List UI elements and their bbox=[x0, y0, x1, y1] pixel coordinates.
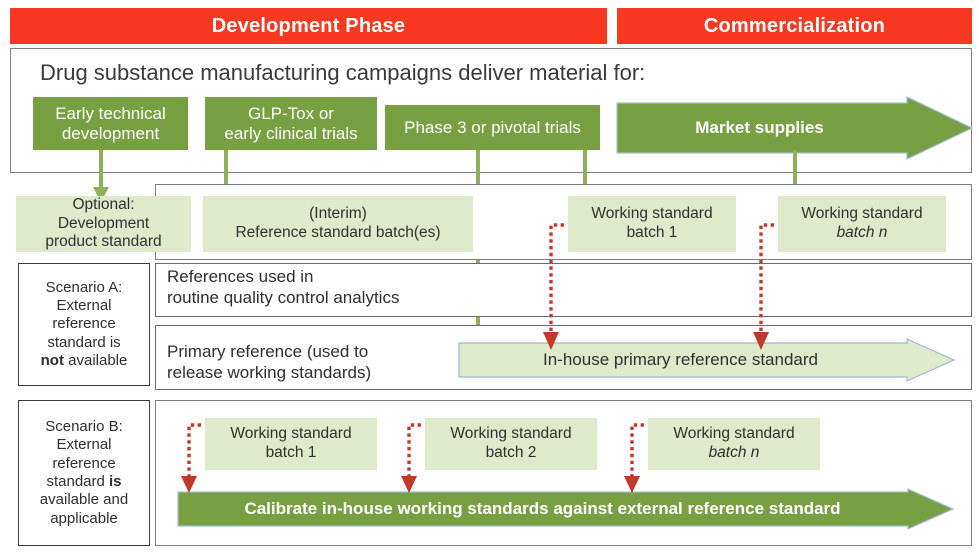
calibrate-working-standards-arrow: Calibrate in-house working standards aga… bbox=[177, 488, 955, 530]
scenario-b-l2: External bbox=[56, 436, 112, 454]
scenario-b-box-working-batch-n: Working standard batch n bbox=[648, 418, 820, 470]
std-line3: product standard bbox=[45, 233, 162, 251]
scenario-b-l4-rest: standard bbox=[46, 473, 110, 490]
sb-line1: Working standard bbox=[673, 425, 795, 443]
sb-line1: Working standard bbox=[450, 425, 572, 443]
sb-line2: batch n bbox=[708, 444, 760, 461]
sb-line2: batch 2 bbox=[485, 444, 537, 461]
std-line1: Working standard bbox=[591, 205, 713, 223]
campaign-glp-tox-early-clinical: GLP-Tox or early clinical trials bbox=[205, 97, 377, 150]
campaign-phase3-pivotal: Phase 3 or pivotal trials bbox=[385, 105, 600, 150]
scenario-b-l3: reference bbox=[52, 454, 116, 472]
standard-box-working-batch-n: Working standard batch n bbox=[778, 196, 946, 252]
std-line1: Optional: bbox=[72, 196, 135, 214]
qc-line1: References used in bbox=[167, 267, 314, 286]
scenario-b-box-working-batch-1: Working standard batch 1 bbox=[205, 418, 377, 470]
in-house-primary-reference-arrow: In-house primary reference standard bbox=[458, 338, 956, 382]
campaign-early-technical-development: Early technical development bbox=[33, 97, 188, 150]
scenario-a-l5-rest: available bbox=[63, 351, 128, 369]
std-line2: Reference standard batch(es) bbox=[235, 224, 441, 241]
scenario-a-primary-text: Primary reference (used to release worki… bbox=[167, 342, 497, 383]
std-line1: (Interim) bbox=[309, 205, 367, 223]
scenario-a-label-box: Scenario A: External reference standard … bbox=[18, 263, 150, 386]
std-line2: batch 1 bbox=[626, 224, 678, 241]
sb-line1: Working standard bbox=[230, 425, 352, 443]
scenario-b-l4-bold: is bbox=[109, 473, 122, 490]
phase-banner-commercialization: Commercialization bbox=[617, 8, 972, 44]
standard-box-working-batch-1: Working standard batch 1 bbox=[568, 196, 736, 252]
scenario-a-l2: External bbox=[56, 297, 112, 315]
standard-box-interim-reference: (Interim) Reference standard batch(es) bbox=[203, 196, 473, 252]
scenario-b-l1: Scenario B: bbox=[45, 418, 123, 436]
campaign-line1: GLP-Tox or bbox=[248, 103, 334, 123]
primary-line2: release working standards) bbox=[167, 362, 372, 382]
standard-box-optional-development-product: Optional: Development product standard bbox=[16, 196, 191, 252]
phase-banner-development: Development Phase bbox=[10, 8, 607, 44]
scenario-a-qc-text: References used in routine quality contr… bbox=[167, 267, 587, 308]
std-line1: Working standard bbox=[801, 205, 923, 223]
scenario-a-l1: Scenario A: bbox=[45, 278, 123, 296]
scenario-b-l6: applicable bbox=[50, 509, 118, 527]
sb-line2: batch 1 bbox=[265, 444, 317, 461]
qc-line2: routine quality control analytics bbox=[167, 287, 400, 307]
green-arrow-early-dev bbox=[93, 150, 109, 202]
scenario-b-box-working-batch-2: Working standard batch 2 bbox=[425, 418, 597, 470]
page-title: Drug substance manufacturing campaigns d… bbox=[40, 60, 646, 85]
std-line2: batch n bbox=[836, 224, 888, 241]
scenario-b-label-box: Scenario B: External reference standard … bbox=[18, 400, 150, 546]
std-line2: Development bbox=[57, 214, 150, 232]
scenario-a-l4: standard is bbox=[47, 333, 121, 351]
campaign-line2: early clinical trials bbox=[224, 123, 358, 143]
primary-line1: Primary reference (used to bbox=[167, 342, 369, 361]
scenario-a-l3: reference bbox=[52, 315, 116, 333]
campaign-line2: development bbox=[61, 123, 160, 143]
scenario-b-l5: available and bbox=[39, 491, 129, 509]
scenario-a-l5-bold: not bbox=[40, 351, 64, 369]
campaign-line1: Early technical bbox=[55, 103, 166, 123]
